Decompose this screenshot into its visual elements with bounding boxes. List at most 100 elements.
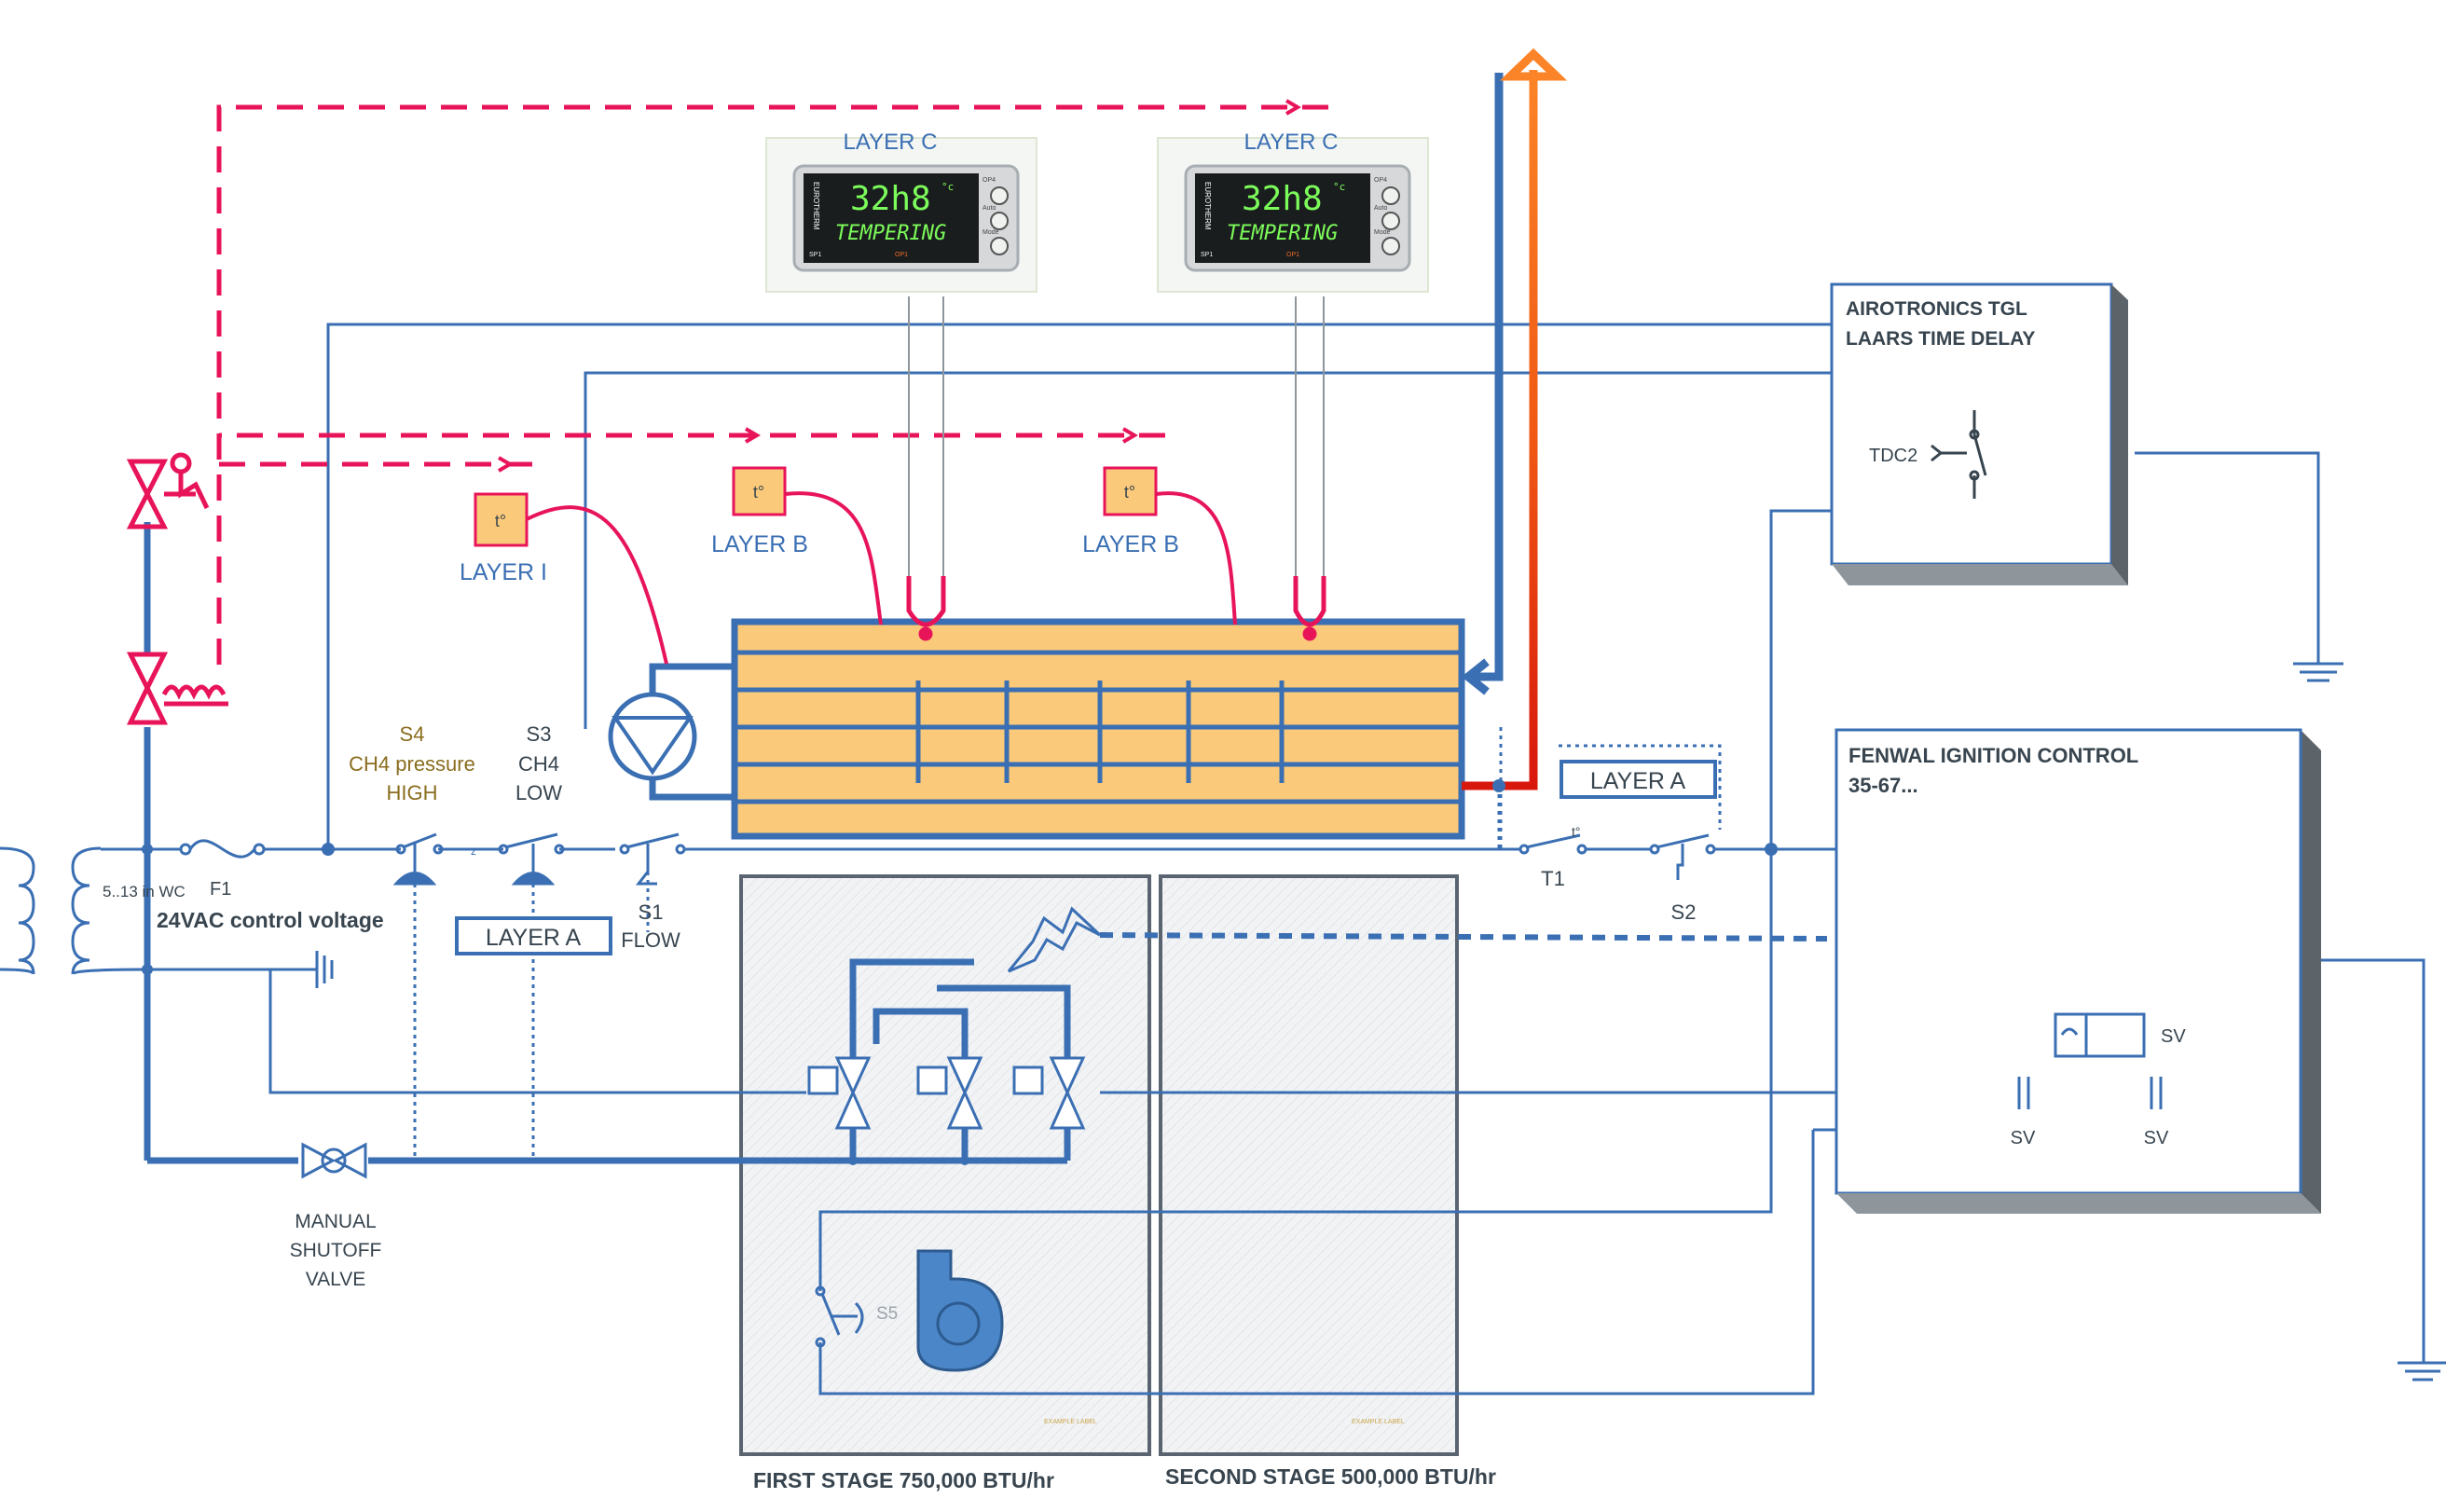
pressure-range-label: 5..13 in WC	[103, 883, 186, 900]
spark-igniter-icon	[1007, 906, 1102, 973]
manual-valve-line3: VALVE	[306, 1269, 366, 1290]
controller-display-value: 32h8	[850, 180, 931, 218]
gas-valve-icon	[126, 452, 228, 725]
second-stage-cabinet: EXAMPLE LABEL	[1159, 874, 1459, 1456]
controller-button-label: OP4	[983, 177, 996, 184]
switch-s3-id: S3	[527, 722, 552, 746]
thermometer-box-icon	[474, 492, 529, 547]
svg-text:z: z	[471, 845, 476, 858]
switch-s3: z	[471, 832, 565, 886]
sensor-layer-label: LAYER I	[460, 559, 547, 585]
controller-display-value: 32h8	[1242, 180, 1323, 218]
probe-wires	[908, 296, 1325, 576]
svg-text:LAYER A: LAYER A	[1590, 768, 1686, 794]
thermometer-box-icon	[732, 466, 787, 516]
controller-button[interactable]	[1381, 186, 1400, 205]
controller-button[interactable]	[990, 212, 1009, 230]
fenwal-line2: 35-67...	[1848, 774, 1918, 797]
sensor-layer-label: LAYER B	[711, 531, 808, 557]
switch-s4	[392, 832, 444, 886]
switch-s1-id: S1	[639, 900, 664, 924]
capacitor-icon	[2017, 1077, 2163, 1109]
controller-button-label: Auto	[983, 205, 996, 212]
layer-a-box-left: LAYER A	[455, 916, 612, 955]
svg-text:EXAMPLE LABEL: EXAMPLE LABEL	[1044, 1419, 1097, 1425]
controller-button[interactable]	[1381, 212, 1400, 230]
airotronics-time-delay: AIROTRONICS TGL LAARS TIME DELAY TDC2	[1830, 282, 2128, 585]
controller-brand: EUROTHERM	[1203, 182, 1212, 230]
controller-1: 32h8 °c TEMPERING SP1 OP1 EUROTHERM OP4 …	[765, 130, 1037, 293]
switch-s2	[1649, 833, 1716, 880]
gas-supply-line	[144, 522, 1071, 1164]
fenwal-ignition-control: FENWAL IGNITION CONTROL 35-67... SV SV S…	[1834, 728, 2321, 1214]
sv-label: SV	[2161, 1026, 2186, 1047]
first-stage-label: FIRST STAGE 750,000 BTU/hr	[753, 1468, 1054, 1492]
svg-text:LAYER A: LAYER A	[486, 925, 582, 951]
controller-display-text: TEMPERING	[1227, 222, 1338, 245]
ignition-dashed-link	[1099, 932, 1828, 942]
controller-indicator: OP1	[1286, 252, 1299, 258]
blower-fan-icon	[916, 1249, 1004, 1372]
svg-text:t°: t°	[753, 483, 764, 502]
controller-unit: °c	[941, 181, 954, 193]
safety-lines	[216, 104, 1328, 679]
controller-button-label: Mode	[1374, 229, 1391, 236]
burner-valves	[807, 1056, 1086, 1130]
controller-layer-label: LAYER C	[844, 130, 938, 155]
sensor-layer-label: LAYER B	[1082, 531, 1179, 557]
solenoid-coil-icon	[2054, 1012, 2146, 1058]
second-stage-label: SECOND STAGE 500,000 BTU/hr	[1165, 1464, 1496, 1489]
switch-s2-id: S2	[1671, 900, 1697, 924]
fuse-icon	[179, 839, 266, 859]
safety-arrowheads	[497, 99, 1301, 473]
ground-icon	[315, 951, 334, 988]
controller-indicator: SP1	[1201, 252, 1213, 258]
ground-icon	[2398, 1361, 2446, 1381]
airotronics-line2: LAARS TIME DELAY	[1846, 328, 2035, 350]
switch-t1	[1518, 833, 1587, 855]
controller-brand: EUROTHERM	[812, 182, 820, 230]
controller-button[interactable]	[990, 237, 1009, 255]
ground-icon	[2293, 662, 2343, 682]
switch-s5	[815, 1285, 864, 1348]
controller-button[interactable]	[1381, 237, 1400, 255]
sensor-layer-b-1: t° LAYER B	[711, 466, 883, 625]
controller-indicator: SP1	[809, 252, 821, 258]
airotronics-line1: AIROTRONICS TGL	[1846, 298, 2027, 320]
svg-text:t°: t°	[495, 512, 506, 530]
controller-layer-label: LAYER C	[1244, 130, 1339, 155]
switch-t1-mark: t°	[1572, 824, 1581, 839]
heat-exchanger-tank	[731, 618, 1465, 840]
controller-button[interactable]	[990, 186, 1009, 205]
control-wiring	[147, 323, 2425, 1395]
svg-text:t°: t°	[1124, 483, 1135, 502]
manual-valve-line1: MANUAL	[295, 1211, 377, 1232]
switch-s4-line2: HIGH	[387, 781, 438, 804]
switch-s3-line1: CH4	[518, 752, 559, 776]
switch-s1-line1: FLOW	[621, 928, 680, 952]
sensor-layer-i: t° LAYER I	[460, 492, 668, 665]
controller-display-text: TEMPERING	[835, 222, 946, 245]
switch-s4-id: S4	[400, 722, 425, 746]
switch-s4-line1: CH4 pressure	[349, 752, 475, 776]
manual-valve-icon	[301, 1142, 367, 1179]
svg-text:EXAMPLE LABEL: EXAMPLE LABEL	[1352, 1419, 1405, 1425]
control-voltage-label: 24VAC control voltage	[157, 908, 384, 932]
manual-valve-line2: SHUTOFF	[290, 1240, 382, 1261]
controller-button-label: Mode	[983, 229, 999, 236]
hot-supply-arrowhead	[1499, 48, 1568, 81]
transformer-icon	[0, 846, 148, 976]
controller-indicator: OP1	[895, 252, 908, 258]
relay-label: TDC2	[1869, 446, 1917, 466]
switch-t1-id: T1	[1541, 867, 1565, 890]
hot-supply-pipe	[1462, 70, 1538, 790]
thermowells	[906, 576, 1326, 641]
cold-return-pipe	[1461, 73, 1504, 695]
controller-2: 32h8 °c TEMPERING SP1 OP1 EUROTHERM OP4 …	[1157, 130, 1429, 293]
layer-a-box-right: LAYER A	[1560, 760, 1717, 799]
switch-s3-line2: LOW	[515, 781, 562, 804]
sv-label: SV	[2011, 1128, 2036, 1148]
switch-s1	[619, 832, 686, 886]
fenwal-line1: FENWAL IGNITION CONTROL	[1848, 744, 2138, 767]
